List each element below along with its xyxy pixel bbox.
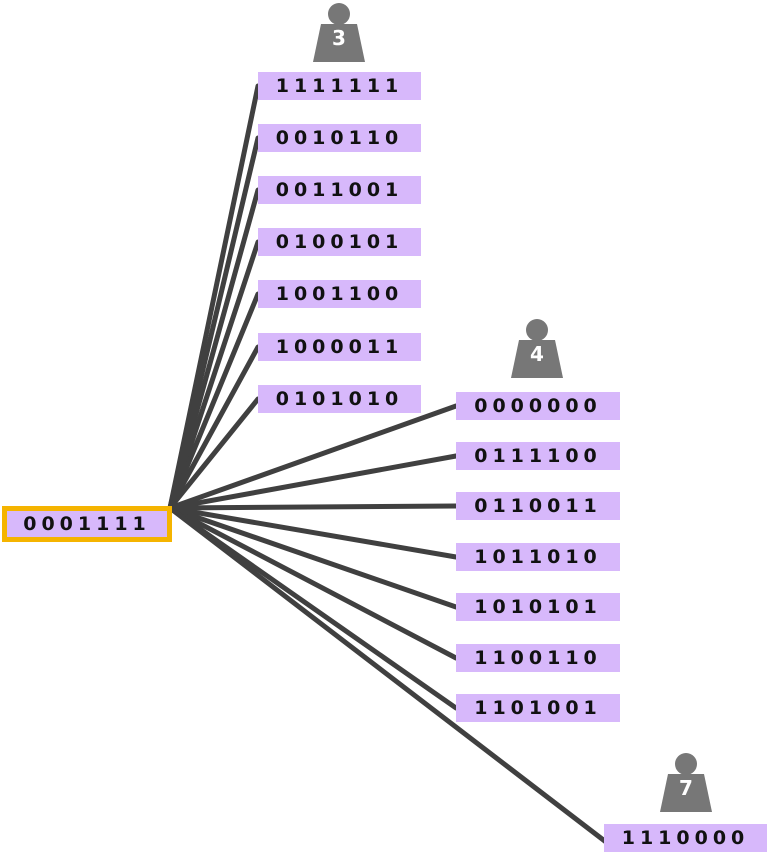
- root-codeword: 0001111: [2, 506, 172, 542]
- edge-line: [167, 291, 261, 511]
- weight-shape: [660, 753, 712, 812]
- codeword-box: 1000011: [258, 333, 421, 361]
- edge-line: [167, 505, 609, 845]
- edge-line: [167, 187, 261, 511]
- codeword-box: 1001100: [258, 280, 421, 308]
- edge-line: [167, 239, 261, 511]
- codeword-box: 1111111: [258, 72, 421, 100]
- edge-line: [167, 453, 459, 511]
- codeword-box: 0011001: [258, 176, 421, 204]
- edge-line: [167, 396, 261, 511]
- edge-line: [167, 503, 459, 511]
- weight-label: 4: [530, 342, 544, 366]
- edge-line: [167, 505, 459, 661]
- codeword-box: 1110000: [604, 824, 767, 852]
- codeword-box: 0000000: [456, 392, 620, 420]
- codeword-box: 1011010: [456, 543, 620, 571]
- weight-label: 7: [679, 776, 693, 800]
- weight-label: 3: [332, 26, 346, 50]
- codeword-box: 1100110: [456, 644, 620, 672]
- edge-line: [167, 505, 459, 560]
- codeword-box: 0010110: [258, 124, 421, 152]
- codeword-box: 0101010: [258, 385, 421, 413]
- edge-line: [167, 505, 459, 610]
- codeword-box: 1101001: [456, 694, 620, 722]
- weight-shape: [511, 319, 563, 378]
- weight-icon: 3: [311, 2, 367, 62]
- weight-shape: [313, 3, 365, 62]
- codeword-box: 0111100: [456, 442, 620, 470]
- edge-line: [167, 403, 459, 511]
- edge-line: [167, 344, 261, 511]
- weight-icon: 4: [509, 318, 565, 378]
- weight-icon: 7: [658, 752, 714, 812]
- edge-line: [167, 505, 459, 711]
- codeword-box: 0110011: [456, 492, 620, 520]
- codeword-box: 0100101: [258, 228, 421, 256]
- codeword-box: 1010101: [456, 593, 620, 621]
